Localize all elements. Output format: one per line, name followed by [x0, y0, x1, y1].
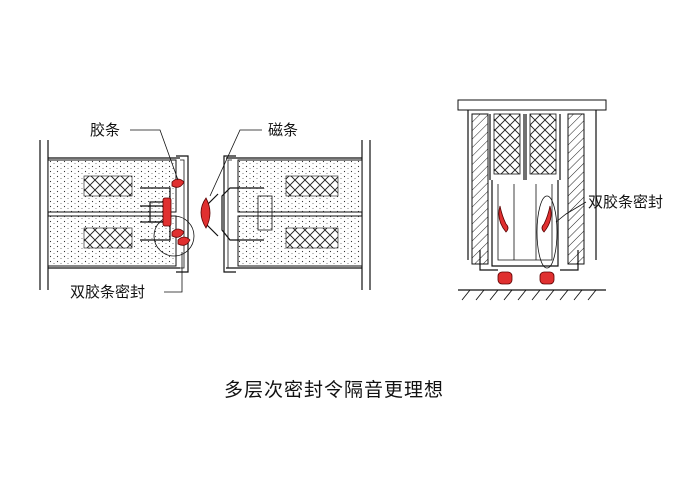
left-double-seal-b	[177, 236, 191, 246]
right-lower-insulation	[285, 227, 339, 249]
left-seals	[162, 178, 191, 246]
door-frame-channel	[491, 180, 559, 267]
left-lower-insulation	[83, 227, 133, 249]
label-glue-strip: 胶条	[90, 121, 120, 139]
diagram-caption: 多层次密封令隔音更理想	[224, 379, 444, 401]
left-magnetic-seal	[162, 197, 172, 227]
left-double-seal-a	[171, 228, 185, 238]
left-glue-strip-seal	[171, 178, 185, 188]
left-jamb	[471, 113, 489, 265]
leader-double-seal-left	[164, 252, 183, 293]
right-frame-profile	[205, 155, 273, 273]
floor-hatch	[461, 289, 597, 301]
label-double-seal-right: 双胶条密封	[588, 193, 663, 211]
right-panel	[226, 157, 363, 269]
right-magnetic-strip	[200, 197, 211, 229]
leader-double-seal-right	[555, 201, 587, 223]
bottom-seal-right	[539, 271, 555, 285]
leader-glue-strip	[130, 129, 179, 181]
leader-magnetic-strip	[209, 129, 262, 197]
left-upper-insulation	[83, 175, 133, 197]
right-upper-insulation	[285, 175, 339, 197]
right-seal-detail-ellipse	[536, 195, 558, 269]
right-inner-panel	[529, 113, 557, 175]
left-panel	[47, 157, 180, 269]
right-section-view: 双胶条密封	[457, 99, 663, 301]
bottom-seal-left	[497, 271, 513, 285]
label-double-seal-left: 双胶条密封	[70, 283, 145, 301]
section-seal-left	[498, 205, 509, 233]
ceiling-header	[457, 99, 607, 111]
right-jamb	[567, 113, 585, 265]
label-magnetic-strip: 磁条	[268, 121, 298, 139]
section-seal-right	[541, 205, 552, 233]
left-inner-panel	[493, 113, 521, 175]
left-plan-view: 胶条 磁条 双胶条密封	[39, 121, 371, 301]
left-seal-detail-circle	[153, 215, 195, 257]
